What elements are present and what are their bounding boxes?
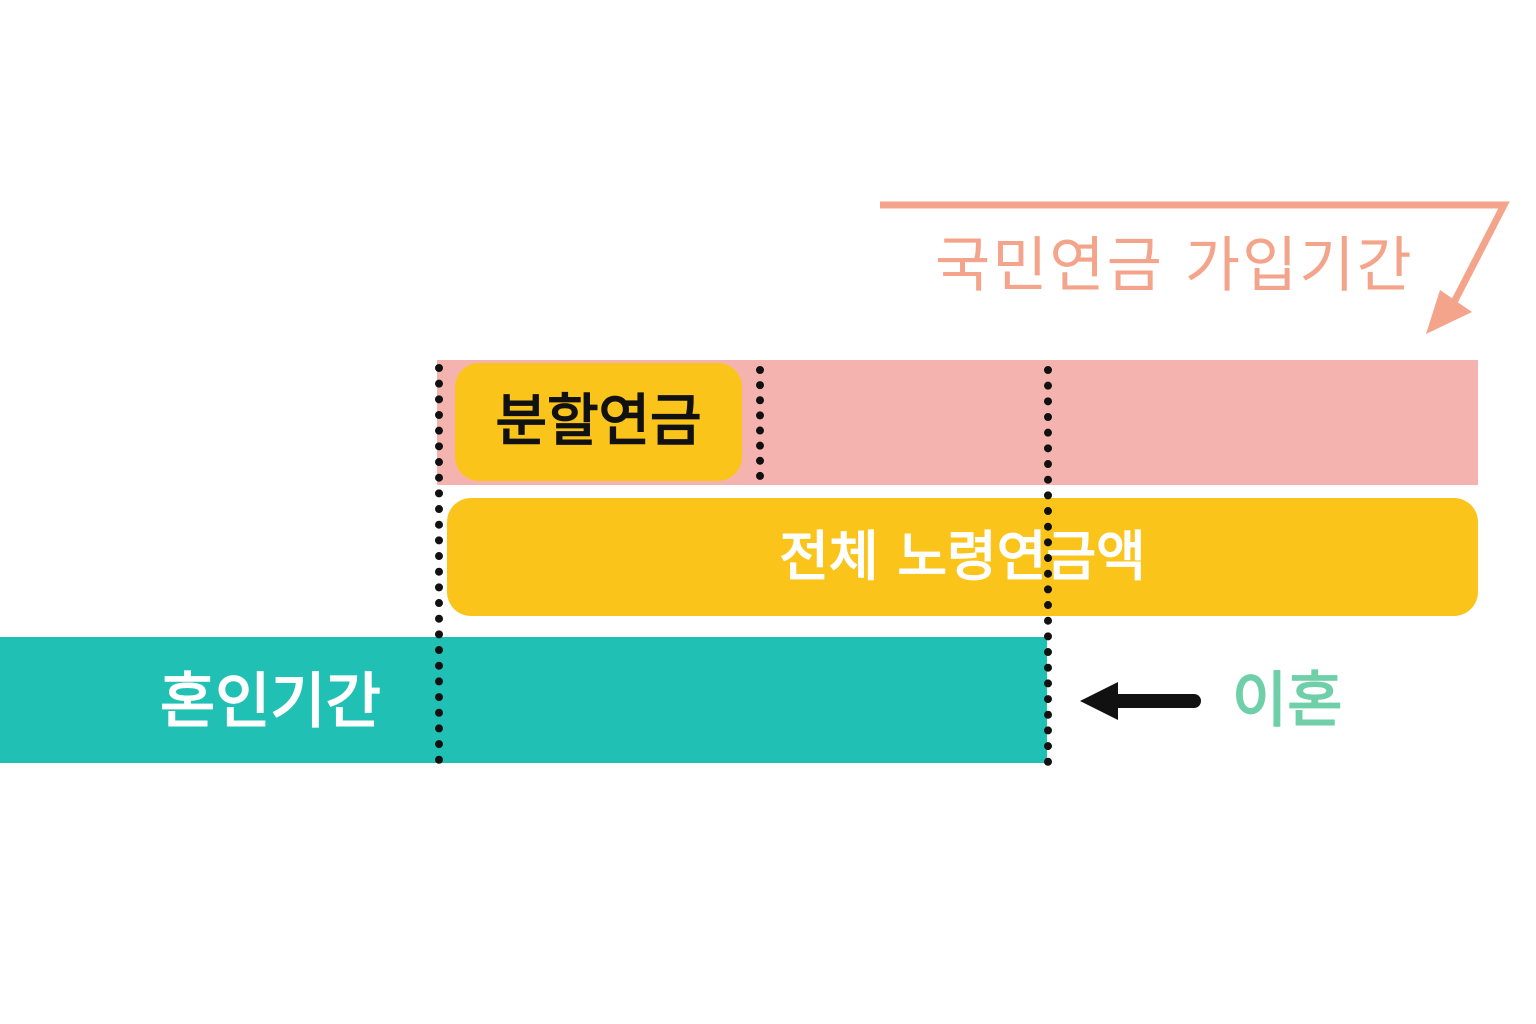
bent-arrow-down-left-icon — [880, 201, 1510, 334]
total-pension-bar: 전체 노령연금액 — [447, 498, 1478, 616]
divorce-dotted-line — [1044, 366, 1052, 766]
split-pension-box: 분할연금 — [455, 363, 742, 481]
marriage-start-dotted-line — [435, 364, 443, 764]
total-pension-label: 전체 노령연금액 — [779, 525, 1146, 588]
pension-period-label: 국민연금 가입기간 — [935, 231, 1414, 301]
arrow-left-icon — [1080, 682, 1201, 720]
split-pension-label: 분할연금 — [495, 389, 702, 454]
marriage-period-bar — [0, 637, 1047, 763]
split-end-dotted-line — [756, 366, 764, 480]
divorce-label: 이혼 — [1232, 666, 1343, 736]
marriage-period-label: 혼인기간 — [160, 667, 381, 737]
